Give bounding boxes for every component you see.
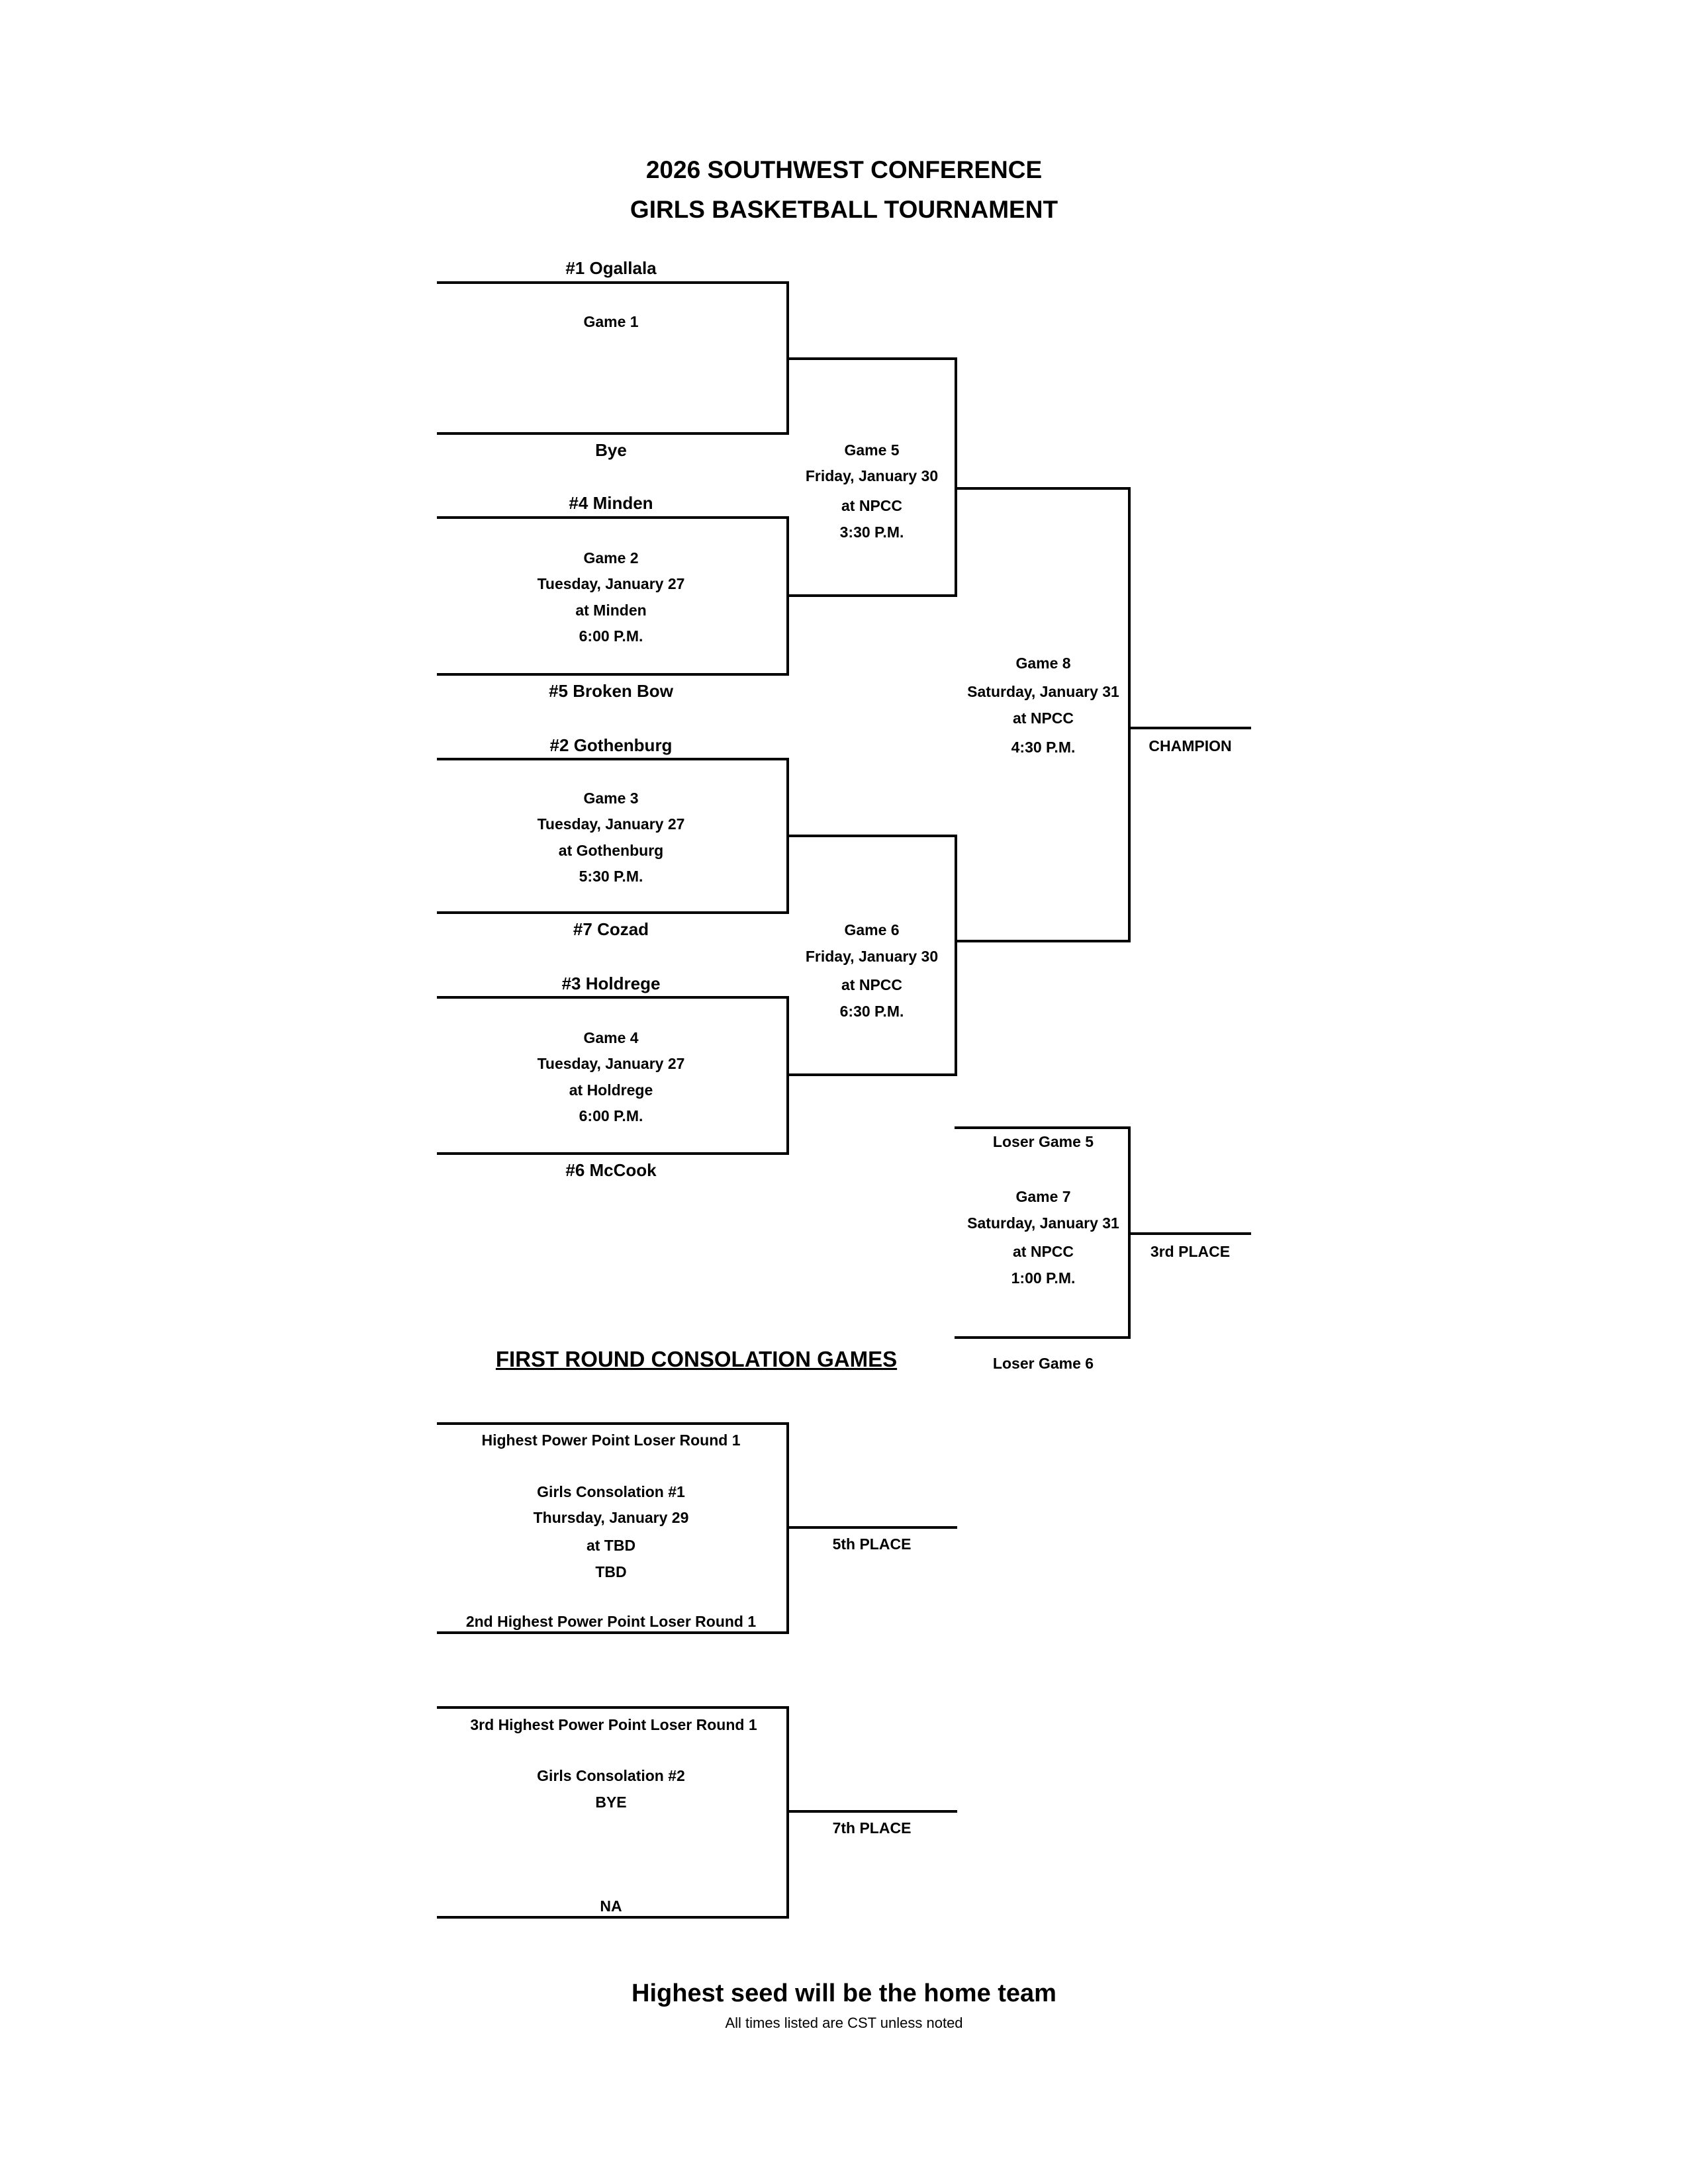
game-date-game4: Tuesday, January 27 (537, 1055, 685, 1072)
game-location-game2: at Minden (575, 602, 647, 619)
consolation-heading: FIRST ROUND CONSOLATION GAMES (495, 1347, 898, 1371)
cons2-bottom-label: NA (600, 1897, 622, 1915)
game-time-game4: 6:00 P.M. (579, 1107, 643, 1124)
game-location-game7: at NPCC (1012, 1243, 1074, 1260)
game-date-game7: Saturday, January 31 (967, 1214, 1119, 1232)
team-label-game2-bottom: #5 Broken Bow (549, 681, 673, 701)
line-game6-right (955, 835, 957, 1076)
line-game8-right (1128, 487, 1131, 942)
game-time-game6: 6:30 P.M. (839, 1003, 904, 1020)
game-location-game5: at NPCC (841, 497, 903, 514)
line-game5-top (786, 357, 957, 360)
line-game1-bottom (437, 432, 789, 435)
line-cons2-top (437, 1706, 789, 1709)
game-date-game3: Tuesday, January 27 (537, 815, 685, 833)
team-label-game3-bottom: #7 Cozad (573, 919, 649, 939)
game-location-game6: at NPCC (841, 976, 903, 993)
line-game3-top (437, 758, 789, 760)
line-game7-bottom (955, 1336, 1131, 1339)
game-label-game5: Game 5 (844, 441, 900, 459)
champion-label: CHAMPION (1149, 737, 1232, 754)
cons1-location: at TBD (586, 1537, 636, 1554)
game-time-game8: 4:30 P.M. (1011, 739, 1076, 756)
game-time-game5: 3:30 P.M. (839, 523, 904, 541)
line-cons2-bottom (437, 1916, 789, 1919)
game-location-game4: at Holdrege (569, 1081, 653, 1099)
game-label-game7: Game 7 (1015, 1188, 1071, 1205)
cons1-bottom-label: 2nd Highest Power Point Loser Round 1 (465, 1613, 757, 1630)
line-game4-bottom (437, 1152, 789, 1155)
cons2-game-label: Girls Consolation #2 (537, 1767, 685, 1784)
third-place-label: 3rd PLACE (1150, 1243, 1231, 1260)
game-time-game2: 6:00 P.M. (579, 627, 643, 645)
line-game3-bottom (437, 911, 789, 914)
line-game6-top (786, 835, 957, 837)
seventh-place-label: 7th PLACE (832, 1819, 912, 1837)
team-label-game1-top: #1 Ogallala (565, 258, 657, 278)
game-location-game8: at NPCC (1012, 709, 1074, 727)
cons2-top-label: 3rd Highest Power Point Loser Round 1 (470, 1716, 757, 1733)
game-date-game6: Friday, January 30 (805, 948, 939, 965)
line-game8-bottom (955, 940, 1131, 942)
line-game8-top (955, 487, 1131, 490)
footer-home-team-note: Highest seed will be the home team (632, 1979, 1056, 2007)
game7-top-label: Loser Game 5 (992, 1133, 1094, 1150)
team-label-game3-top: #2 Gothenburg (549, 735, 673, 755)
team-label-game2-top: #4 Minden (569, 493, 653, 513)
game7-bottom-label: Loser Game 6 (992, 1355, 1094, 1372)
game-label-game2: Game 2 (583, 549, 639, 567)
game-label-game6: Game 6 (844, 921, 900, 938)
line-cons1-top (437, 1422, 789, 1425)
team-label-game4-bottom: #6 McCook (565, 1160, 657, 1180)
cons1-date: Thursday, January 29 (533, 1509, 689, 1526)
game-date-game5: Friday, January 30 (805, 467, 939, 484)
game-time-game7: 1:00 P.M. (1011, 1269, 1076, 1287)
game-date-game8: Saturday, January 31 (967, 683, 1119, 700)
line-game6-bottom (786, 1073, 957, 1076)
line-champion (1128, 727, 1251, 729)
line-game4-top (437, 996, 789, 999)
footer-time-note: All times listed are CST unless noted (725, 2015, 963, 2031)
game-label-game1: Game 1 (583, 313, 639, 330)
line-cons1-bottom (437, 1631, 789, 1634)
game-label-game3: Game 3 (583, 790, 639, 807)
game-label-game8: Game 8 (1015, 655, 1071, 672)
fifth-place-label: 5th PLACE (832, 1535, 912, 1553)
game-location-game3: at Gothenburg (558, 842, 664, 859)
cons2-note: BYE (595, 1794, 627, 1811)
cons1-game-label: Girls Consolation #1 (537, 1483, 685, 1500)
line-fifth-place (786, 1526, 957, 1529)
line-game1-top (437, 281, 789, 284)
game-date-game2: Tuesday, January 27 (537, 575, 685, 592)
page-title-line-2: GIRLS BASKETBALL TOURNAMENT (630, 196, 1058, 223)
line-game7-top (955, 1126, 1131, 1129)
line-third-place (1128, 1232, 1251, 1235)
team-label-game4-top: #3 Holdrege (561, 974, 661, 993)
team-label-game1-bottom: Bye (595, 440, 627, 460)
line-seventh-place (786, 1810, 957, 1813)
line-game2-bottom (437, 673, 789, 676)
page-title-line-1: 2026 SOUTHWEST CONFERENCE (645, 156, 1043, 183)
line-game5-bottom (786, 594, 957, 597)
cons1-time: TBD (595, 1563, 627, 1580)
game-label-game4: Game 4 (583, 1029, 639, 1046)
game-time-game3: 5:30 P.M. (579, 868, 643, 885)
line-game2-top (437, 516, 789, 519)
cons1-top-label: Highest Power Point Loser Round 1 (481, 1432, 741, 1449)
line-game5-right (955, 357, 957, 597)
